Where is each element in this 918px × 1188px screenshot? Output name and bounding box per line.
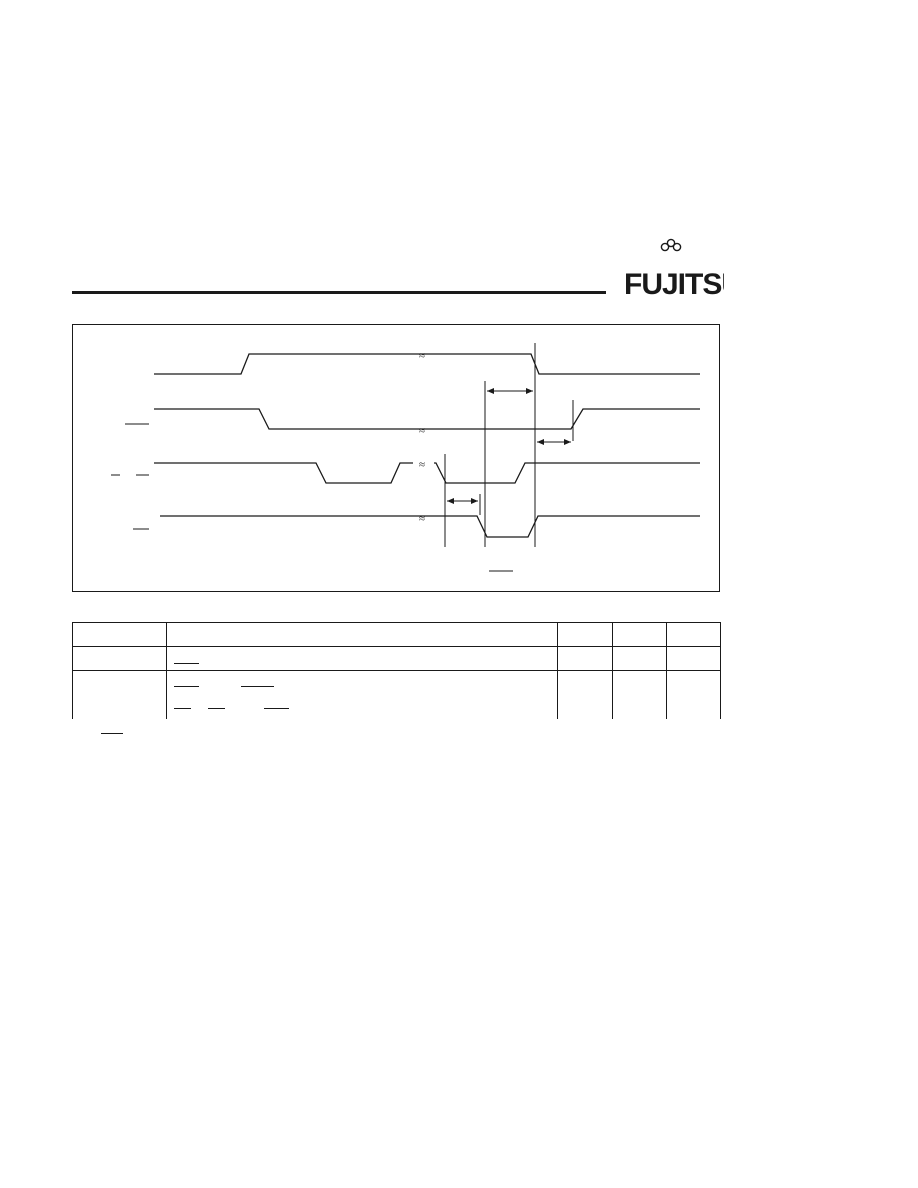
overbar <box>174 686 199 687</box>
table-header-row <box>72 622 721 647</box>
table-row <box>72 670 721 719</box>
signal-4-waveform <box>160 515 700 538</box>
table-cell <box>666 670 721 719</box>
table-row <box>72 646 721 671</box>
timing-arrow-2-head-left <box>537 439 544 445</box>
table-cell <box>72 646 167 671</box>
table-cell <box>612 670 667 719</box>
timing-waveforms: ≈ ≈ ≈ ≈ <box>111 343 700 572</box>
signal-3-break-mark: ≈ <box>419 459 425 471</box>
header-rule <box>72 291 606 294</box>
logo-wordmark: FUJITSU <box>624 268 724 301</box>
note-overbar <box>101 733 123 734</box>
signal-3-waveform <box>154 462 413 484</box>
table-cell <box>72 670 167 719</box>
table-cell <box>166 646 558 671</box>
fujitsu-logo: FUJITSU <box>624 238 724 301</box>
timing-arrow-1-head-right <box>526 388 533 394</box>
signal-3-waveform-cont <box>434 462 700 484</box>
signal-1-break-mark: ≈ <box>419 350 425 362</box>
overbar <box>264 708 289 709</box>
signal-2-break-mark: ≈ <box>419 425 425 437</box>
signal-4-break-mark: ≈ <box>419 513 425 525</box>
table-cell <box>666 646 721 671</box>
table-cell <box>166 670 558 719</box>
timing-arrow-2-head-right <box>564 439 571 445</box>
timing-diagram: ≈ ≈ ≈ ≈ <box>72 324 720 592</box>
overbar <box>208 708 225 709</box>
overbar <box>174 663 199 664</box>
signal-2-waveform <box>154 408 700 430</box>
header-cell-symbol <box>72 622 167 647</box>
header-cell-max <box>612 622 667 647</box>
timing-arrow-3-head-left <box>447 498 454 504</box>
header-cell-unit <box>666 622 721 647</box>
table-cell <box>557 646 613 671</box>
table-cell <box>612 646 667 671</box>
overbar <box>241 686 274 687</box>
table-cell <box>557 670 613 719</box>
header-cell-parameter <box>166 622 558 647</box>
parameter-table <box>72 622 721 719</box>
timing-arrow-1-head-left <box>487 388 494 394</box>
signal-1-waveform <box>154 353 700 375</box>
overbar <box>174 708 191 709</box>
timing-arrow-3-head-right <box>471 498 478 504</box>
header-cell-min <box>557 622 613 647</box>
